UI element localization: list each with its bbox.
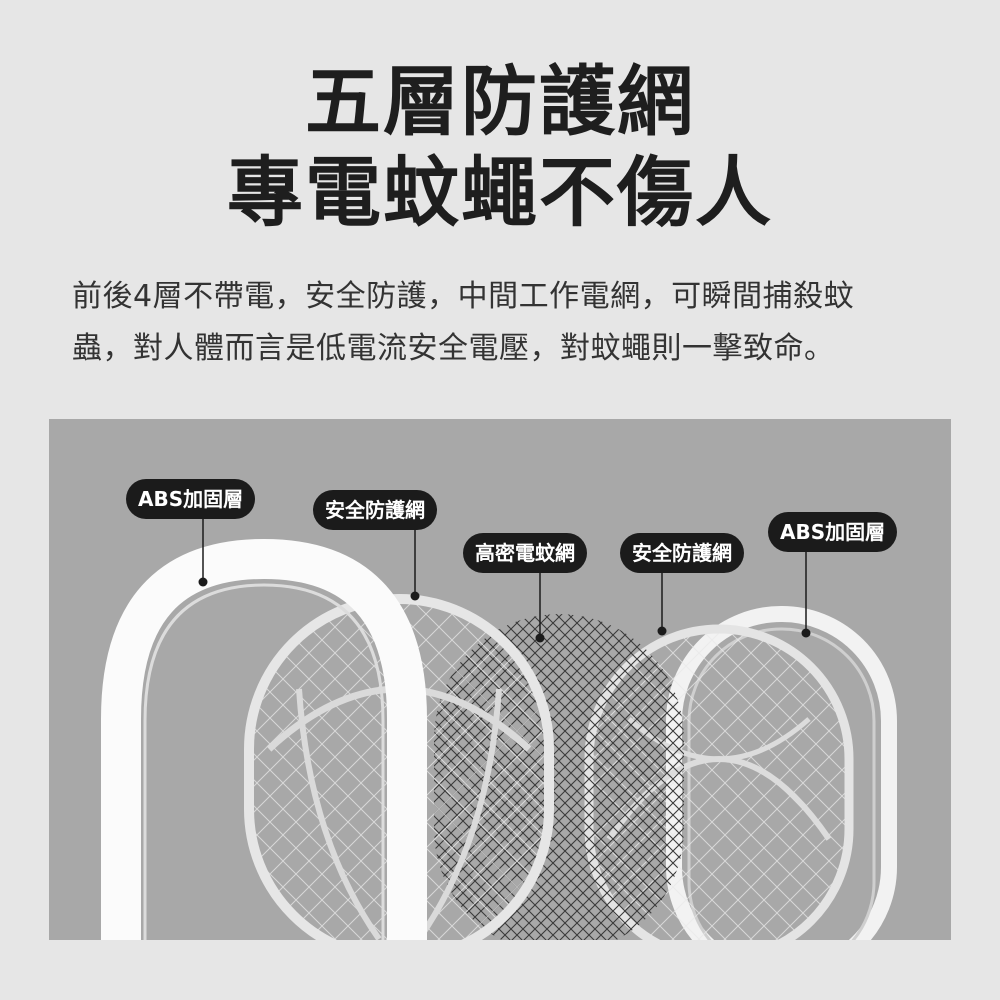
description-line-2: 蟲，對人體而言是低電流安全電壓，對蚊蠅則一擊致命。: [72, 331, 835, 366]
layers-illustration: [101, 519, 897, 940]
product-layers-image: ABS加固層 安全防護網 高密電蚊網 安全防護網 ABS加固層: [49, 419, 951, 940]
label-high-density: 高密電蚊網: [463, 533, 587, 573]
abs-layer-front: [101, 538, 427, 940]
headline-line-1: 五層防護網: [305, 57, 695, 146]
label-safety-back: 安全防護網: [620, 533, 744, 573]
headline-line-2: 專電蚊蠅不傷人: [227, 148, 773, 237]
label-safety-front: 安全防護網: [313, 490, 437, 530]
label-connectors: [198, 519, 811, 643]
description-line-1: 前後4層不帶電，安全防護，中間工作電網，可瞬間捕殺蚊: [72, 279, 855, 314]
label-abs-back: ABS加固層: [768, 512, 898, 552]
label-abs-front: ABS加固層: [126, 479, 256, 519]
